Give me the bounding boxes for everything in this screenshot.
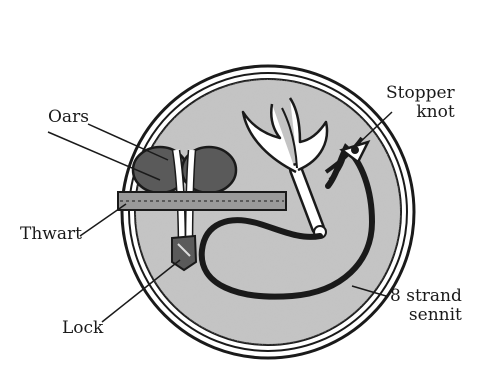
- thwart-drawing: [118, 192, 286, 210]
- thwart-leader: [80, 204, 126, 236]
- rowlock: [172, 236, 196, 270]
- stopper-knot-label: Stopper knot: [386, 84, 455, 122]
- stopper-knot-label-line2: knot: [386, 103, 455, 122]
- stopper-knot-label-line1: Stopper: [386, 84, 455, 103]
- lock-drawing: [172, 236, 196, 270]
- oars-label: Oars: [48, 108, 89, 127]
- sennit-label-line1: 8 strand: [390, 287, 462, 306]
- sennit-label: 8 strand sennit: [390, 287, 462, 325]
- lock-label: Lock: [62, 319, 103, 338]
- thwart-label: Thwart: [20, 225, 82, 244]
- sennit-label-line2: sennit: [390, 306, 462, 325]
